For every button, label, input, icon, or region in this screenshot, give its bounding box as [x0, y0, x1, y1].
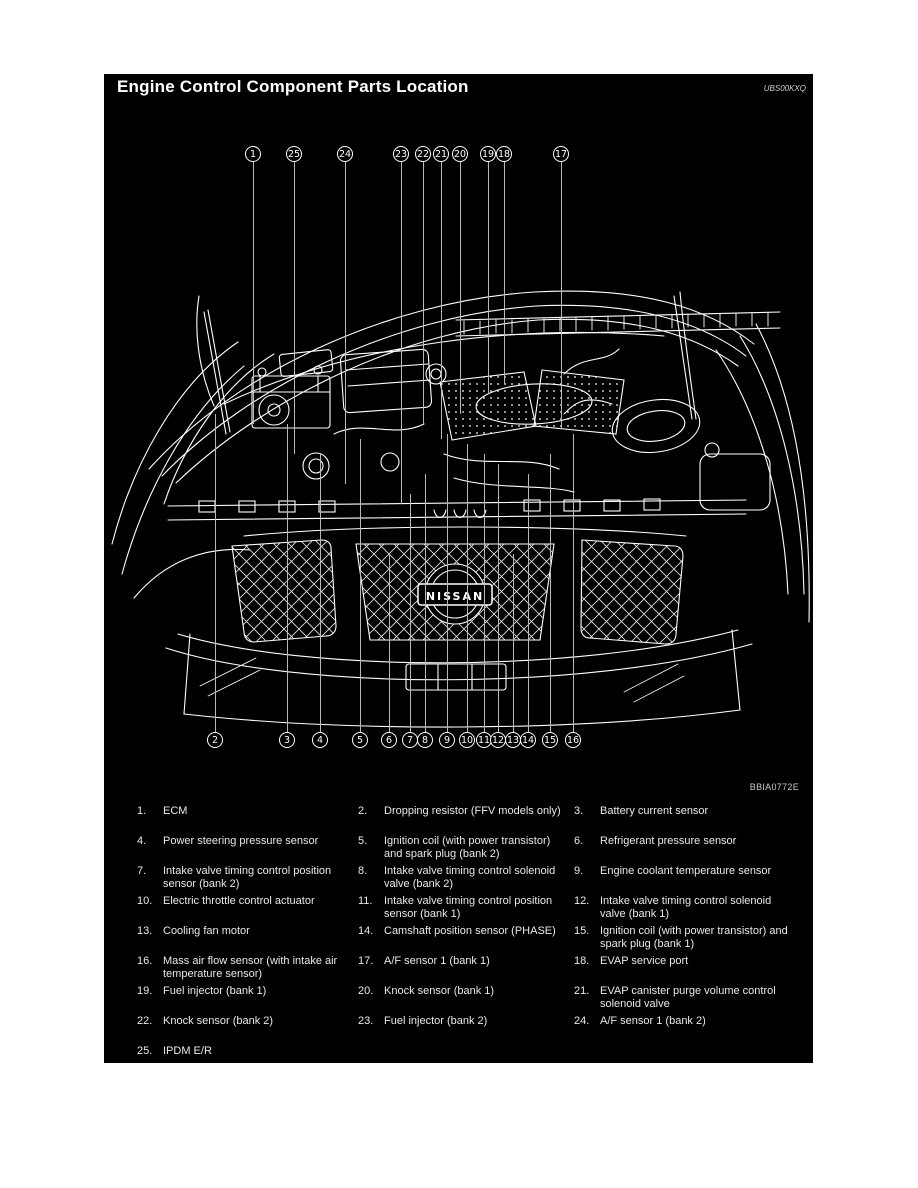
callout-15: 15: [542, 732, 558, 748]
leader-line-4: [320, 454, 321, 732]
callout-19: 19: [480, 146, 496, 162]
leader-line-11: [484, 454, 485, 732]
legend-item: 10.Electric throttle control actuator: [137, 895, 315, 907]
figure-code: BBIA0772E: [749, 782, 799, 792]
leader-line-24: [345, 162, 346, 484]
legend-item: 12.Intake valve timing control solenoid …: [574, 895, 772, 920]
legend-item: 6.Refrigerant pressure sensor: [574, 835, 737, 847]
callout-3: 3: [279, 732, 295, 748]
engine-bay-illustration: NISSAN: [111, 290, 810, 728]
legend-item: 4.Power steering pressure sensor: [137, 835, 319, 847]
leader-line-2: [215, 414, 216, 732]
legend-item: 13.Cooling fan motor: [137, 925, 250, 937]
leader-line-8: [425, 474, 426, 732]
legend-item: 14.Camshaft position sensor (PHASE): [358, 925, 556, 937]
callout-12: 12: [490, 732, 506, 748]
leader-line-1: [253, 162, 254, 424]
page-title: Engine Control Component Parts Location: [117, 77, 469, 96]
legend-row: 13.Cooling fan motor 14.Camshaft positio…: [137, 925, 805, 954]
callout-5: 5: [352, 732, 368, 748]
callout-18: 18: [496, 146, 512, 162]
legend-item: 17.A/F sensor 1 (bank 1): [358, 955, 490, 967]
legend-item: [358, 1045, 574, 1074]
leader-line-7: [410, 494, 411, 732]
callout-25: 25: [286, 146, 302, 162]
callout-1: 1: [245, 146, 261, 162]
legend-row: 10.Electric throttle control actuator 11…: [137, 895, 805, 924]
legend-item: 15.Ignition coil (with power transistor)…: [574, 925, 788, 950]
leader-line-25: [294, 162, 295, 454]
legend-item: 11.Intake valve timing control position …: [358, 895, 553, 920]
leader-line-20: [460, 162, 461, 414]
leader-line-3: [287, 424, 288, 732]
callout-2: 2: [207, 732, 223, 748]
legend-item: 23.Fuel injector (bank 2): [358, 1015, 488, 1027]
legend-row: 7.Intake valve timing control position s…: [137, 865, 805, 894]
leader-line-12: [498, 464, 499, 732]
callout-20: 20: [452, 146, 468, 162]
leader-line-23: [401, 162, 402, 504]
callout-21: 21: [433, 146, 449, 162]
legend-item: 8.Intake valve timing control solenoid v…: [358, 865, 556, 890]
legend-item: 2.Dropping resistor (FFV models only): [358, 805, 561, 817]
legend-item: 21.EVAP canister purge volume control so…: [574, 985, 776, 1010]
leader-line-18: [504, 162, 505, 384]
legend-item: 18.EVAP service port: [574, 955, 689, 967]
leader-line-14: [528, 474, 529, 732]
callout-6: 6: [381, 732, 397, 748]
callout-23: 23: [393, 146, 409, 162]
legend-item: 9.Engine coolant temperature sensor: [574, 865, 772, 877]
callout-13: 13: [505, 732, 521, 748]
legend-item: 16.Mass air flow sensor (with intake air…: [137, 955, 338, 980]
callout-10: 10: [459, 732, 475, 748]
leader-line-21: [441, 162, 442, 439]
legend-item: 20.Knock sensor (bank 1): [358, 985, 495, 997]
legend-item: 1.ECM: [137, 805, 188, 817]
legend-row: 25.IPDM E/R: [137, 1045, 805, 1074]
callout-4: 4: [312, 732, 328, 748]
callout-22: 22: [415, 146, 431, 162]
legend-item: 24.A/F sensor 1 (bank 2): [574, 1015, 706, 1027]
leader-line-19: [488, 162, 489, 394]
legend-row: 16.Mass air flow sensor (with intake air…: [137, 955, 805, 984]
legend-row: 4.Power steering pressure sensor 5.Ignit…: [137, 835, 805, 864]
callout-9: 9: [439, 732, 455, 748]
figure-sheet: Engine Control Component Parts Location …: [104, 74, 813, 1063]
leader-line-16: [573, 434, 574, 732]
leader-line-5: [360, 439, 361, 732]
legend-item: 19.Fuel injector (bank 1): [137, 985, 267, 997]
leader-line-22: [423, 162, 424, 424]
legend-item: 5.Ignition coil (with power transistor) …: [358, 835, 551, 860]
brand-badge-text: NISSAN: [426, 590, 484, 603]
legend-row: 22.Knock sensor (bank 2) 23.Fuel injecto…: [137, 1015, 805, 1044]
legend-item: 25.IPDM E/R: [137, 1045, 212, 1057]
callout-7: 7: [402, 732, 418, 748]
legend-row: 1.ECM 2.Dropping resistor (FFV models on…: [137, 805, 805, 834]
leader-line-10: [467, 444, 468, 732]
legend-row: 19.Fuel injector (bank 1) 20.Knock senso…: [137, 985, 805, 1014]
callout-16: 16: [565, 732, 581, 748]
legend: 1.ECM 2.Dropping resistor (FFV models on…: [137, 805, 805, 1075]
callout-17: 17: [553, 146, 569, 162]
leader-line-13: [513, 554, 514, 732]
legend-item: 3.Battery current sensor: [574, 805, 709, 817]
title-bar: Engine Control Component Parts Location …: [104, 74, 813, 97]
legend-item: [574, 1045, 805, 1074]
callout-14: 14: [520, 732, 536, 748]
callout-8: 8: [417, 732, 433, 748]
legend-item: 7.Intake valve timing control position s…: [137, 865, 332, 890]
leader-line-17: [561, 162, 562, 429]
legend-item: 22.Knock sensor (bank 2): [137, 1015, 274, 1027]
leader-line-6: [389, 554, 390, 732]
doc-code: UBS00KXQ: [763, 84, 806, 93]
leader-line-15: [550, 454, 551, 732]
leader-line-9: [447, 434, 448, 732]
callout-24: 24: [337, 146, 353, 162]
